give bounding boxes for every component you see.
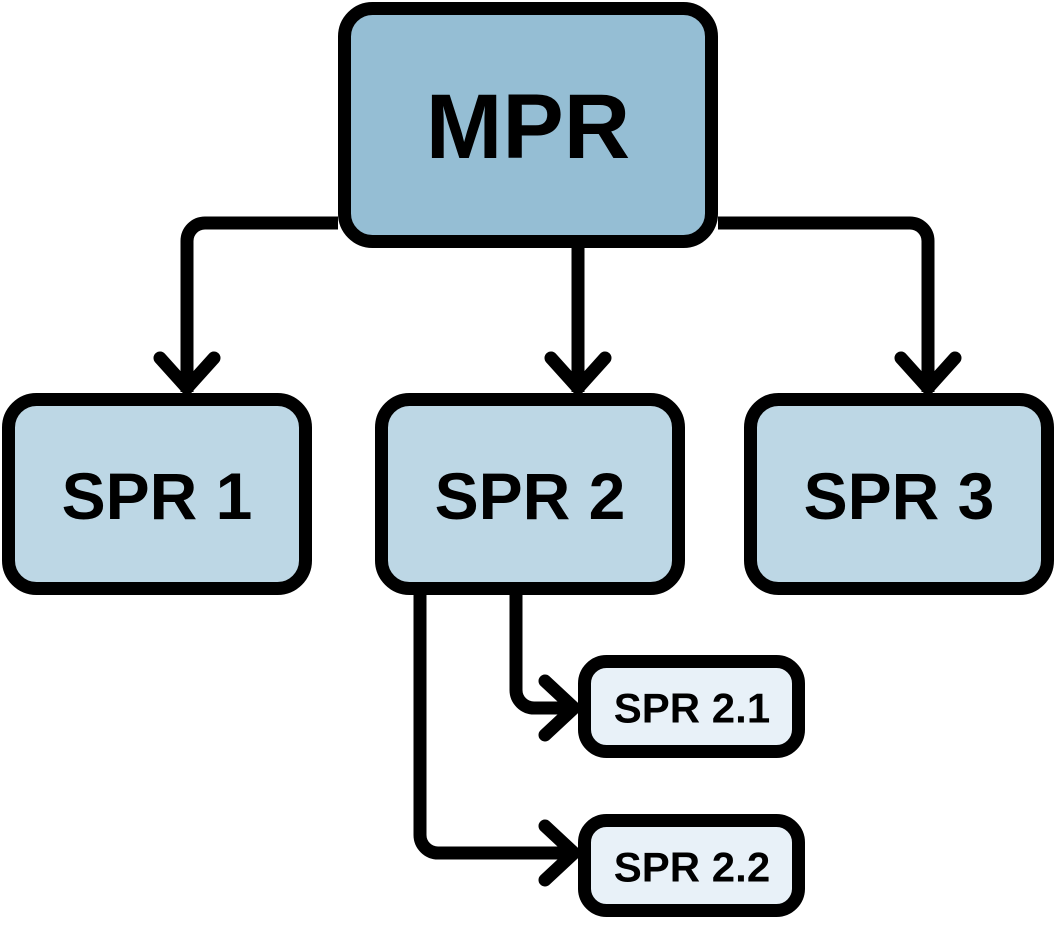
node-spr22-label: SPR 2.2: [614, 844, 770, 891]
arrowhead-spr1: [153, 351, 221, 395]
edge-mpr-to-spr2: [544, 248, 612, 395]
node-spr3[interactable]: SPR 3: [744, 393, 1054, 595]
node-spr21-shape[interactable]: [578, 655, 805, 758]
edge-line-mpr-spr1: [180, 216, 338, 392]
node-spr1[interactable]: SPR 1: [2, 393, 312, 595]
node-spr2-shape[interactable]: [375, 393, 685, 595]
arrowhead-spr3: [894, 351, 962, 395]
node-spr3-shape[interactable]: [744, 393, 1054, 595]
arrowhead-spr2: [544, 351, 612, 395]
edge-line-spr2-spr21: [509, 595, 576, 715]
edge-mpr-to-spr3: [718, 216, 962, 395]
node-spr21[interactable]: SPR 2.1: [578, 655, 805, 758]
node-mpr[interactable]: MPR: [338, 2, 718, 248]
node-spr2[interactable]: SPR 2: [375, 393, 685, 595]
edge-line-mpr-spr3: [718, 216, 935, 392]
node-mpr-label: MPR: [426, 76, 630, 178]
arrowhead-spr21: [538, 674, 581, 742]
edge-line-spr2-spr22: [413, 595, 576, 860]
node-spr22[interactable]: SPR 2.2: [578, 814, 805, 917]
edge-mpr-to-spr1: [153, 216, 338, 395]
edge-spr2-to-spr22: [413, 595, 581, 887]
arrowhead-spr22: [538, 819, 581, 887]
node-spr2-label: SPR 2: [435, 459, 626, 533]
node-spr1-shape[interactable]: [2, 393, 312, 595]
edge-spr2-to-spr21: [509, 595, 581, 742]
node-spr1-label: SPR 1: [62, 459, 253, 533]
node-spr3-label: SPR 3: [804, 459, 995, 533]
node-mpr-shape[interactable]: [338, 2, 718, 248]
node-spr22-shape[interactable]: [578, 814, 805, 917]
node-spr21-label: SPR 2.1: [614, 685, 770, 732]
